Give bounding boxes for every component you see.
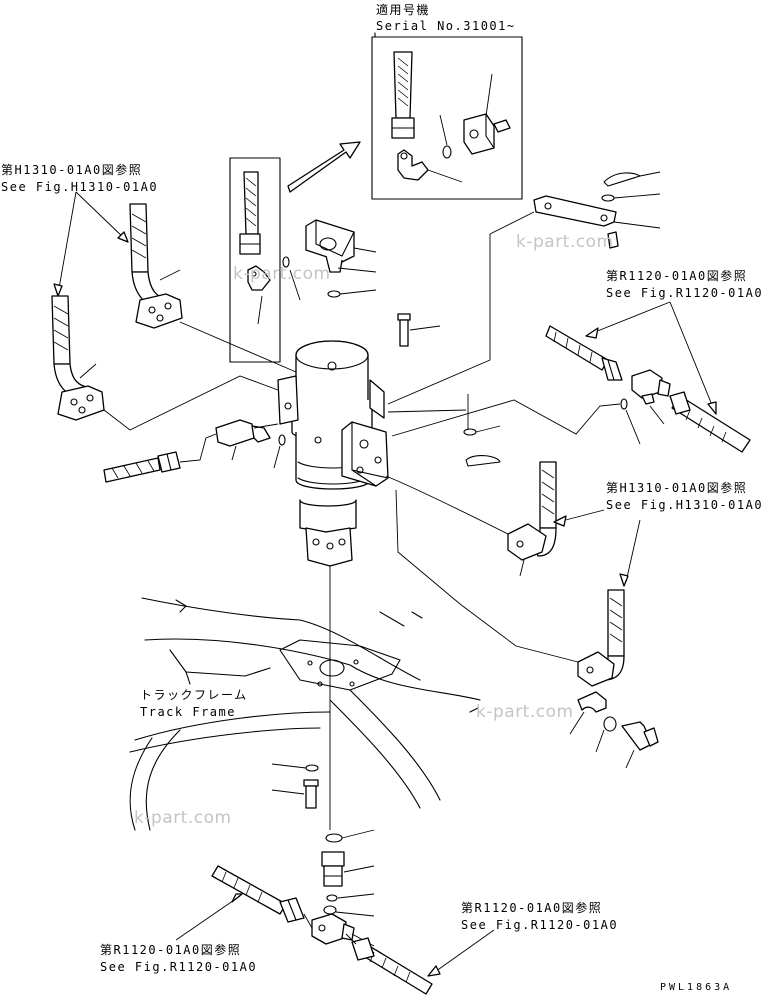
ref-h1310-mid-en: See Fig.H1310-01A0 — [606, 498, 763, 512]
track-frame-label-jp: トラックフレーム — [140, 688, 248, 702]
ref-r1120-bottom-right-jp: 第R1120-01A0図参照 — [461, 901, 603, 915]
leader-lines-left — [53, 191, 297, 431]
bottom-washer-bolt — [271, 763, 319, 809]
watermark: k-part.com — [476, 702, 574, 722]
right-hose-assembly-upper — [391, 301, 751, 453]
hose-inset-box — [229, 157, 301, 363]
ref-h1310-mid-jp: 第H1310-01A0図参照 — [606, 481, 748, 495]
bottom-left-hose — [175, 865, 313, 941]
track-frame-outline — [129, 597, 481, 831]
left-flange-hose-lower — [51, 295, 105, 421]
drawing-code: PWL1863A — [660, 982, 733, 993]
ref-r1120-bottom-left-jp: 第R1120-01A0図参照 — [100, 943, 242, 957]
serial-inset-box — [371, 32, 523, 200]
bottom-fitting-stack — [311, 829, 375, 947]
left-hose-fitting — [103, 419, 286, 483]
left-flange-hose-upper — [129, 203, 183, 329]
ref-r1120-bottom-left-en: See Fig.R1120-01A0 — [100, 960, 258, 974]
watermark: k-part.com — [516, 232, 614, 252]
plate-top-right — [387, 195, 661, 405]
serial-label-en: Serial No.31001~ — [376, 19, 516, 33]
ref-h1310-top-jp: 第H1310-01A0図参照 — [1, 163, 143, 177]
ref-r1120-bottom-right-en: See Fig.R1120-01A0 — [461, 918, 619, 932]
track-frame-label-en: Track Frame — [140, 705, 236, 719]
center-swivel-joint — [277, 340, 389, 830]
split-flange-lower — [569, 691, 659, 769]
cotter-pin-mid — [387, 394, 501, 467]
bottom-right-hose — [345, 929, 495, 995]
right-flange-hose-mid — [385, 461, 641, 587]
cotter-pin-top-right — [601, 171, 661, 202]
arrow-to-inset — [287, 141, 361, 193]
watermark: k-part.com — [233, 264, 331, 284]
serial-label-jp: 適用号機 — [376, 3, 431, 17]
ref-h1310-top-en: See Fig.H1310-01A0 — [1, 180, 159, 194]
watermark: k-part.com — [134, 808, 232, 828]
right-flange-hose-lower — [395, 489, 625, 687]
top-elbow-block — [305, 219, 377, 298]
ref-r1120-right-en: See Fig.R1120-01A0 — [606, 286, 763, 300]
ref-r1120-right-jp: 第R1120-01A0図参照 — [606, 269, 748, 283]
bolt-top — [397, 313, 441, 347]
